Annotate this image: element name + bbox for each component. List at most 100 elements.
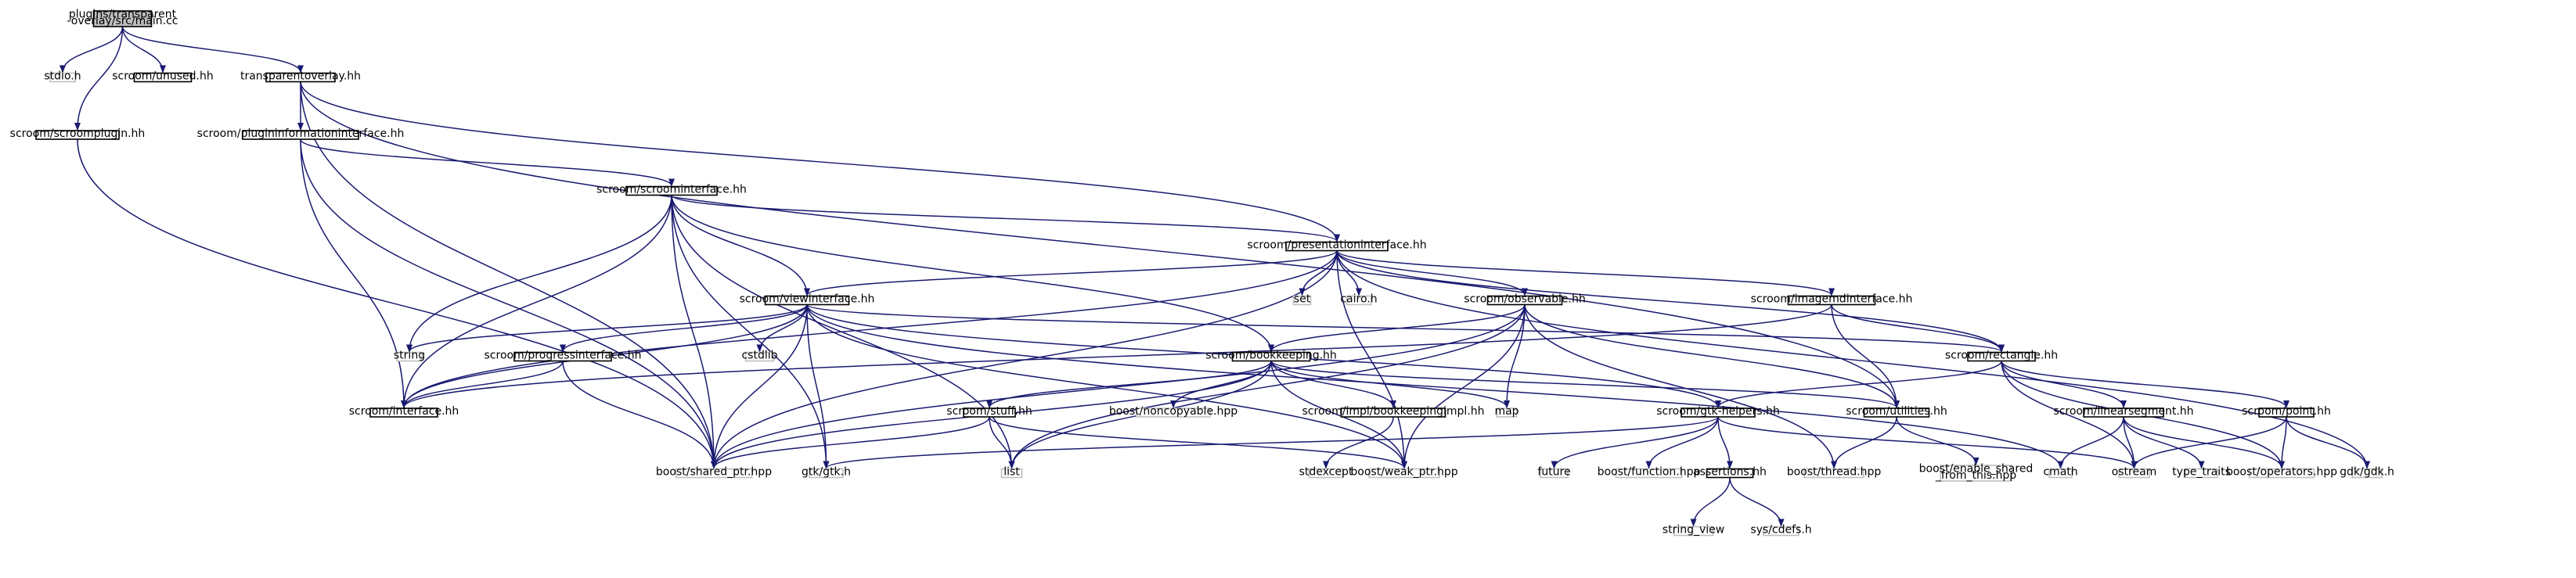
- edge-progress-to-interface: [401, 361, 564, 408]
- edge-main-to-transparentoverlay: [121, 26, 304, 74]
- node-box-gdk: [2351, 468, 2383, 479]
- edge-scroomplugin-to-sharedptr: [77, 138, 717, 469]
- edge-presentation-to-weakptr: [1336, 250, 1407, 469]
- node-box-stuff: [963, 407, 1016, 418]
- node-progress[interactable]: scroom/progressinterface.hh: [485, 350, 642, 362]
- node-box-cstdlib: [744, 351, 775, 362]
- node-gdk: gdk/gdk.h: [2340, 466, 2394, 479]
- edge-viewinterface-to-gtk: [806, 304, 830, 469]
- node-box-map: [1496, 407, 1518, 418]
- edge-assertions-to-stringview: [1690, 477, 1731, 527]
- node-label-stdio: stdio.h: [44, 70, 81, 83]
- node-weakptr: boost/weak_ptr.hpp: [1350, 466, 1457, 479]
- node-stuff[interactable]: scroom/stuff.hh: [946, 405, 1032, 418]
- node-list: list: [1000, 466, 1023, 479]
- node-box-linearsegment: [2083, 407, 2164, 418]
- node-bookkeepingimpl[interactable]: scroom/impl/bookkeepingimpl.hh: [1302, 405, 1485, 418]
- node-box-list: [1000, 468, 1023, 479]
- node-utilities[interactable]: scroom/utilities.hh: [1846, 405, 1947, 418]
- edge-imagemd-to-interface: [401, 304, 1832, 408]
- node-point[interactable]: scroom/point.hh: [2242, 405, 2331, 418]
- node-label-stringview: string_view: [1663, 524, 1724, 537]
- edge-gtkhelpers-to-gtk: [823, 416, 1719, 469]
- edge-transparentoverlay-to-sharedptr: [300, 81, 717, 469]
- node-rectangle[interactable]: scroom/rectangle.hh: [1945, 350, 2058, 362]
- edge-scroominterface-to-bookkeeping: [671, 195, 1274, 353]
- edge-bookkeeping-to-stuff: [986, 361, 1272, 408]
- edge-observable-to-thread: [1524, 304, 1837, 469]
- node-scroomplugin[interactable]: scroom/scroomplugin.hh: [10, 127, 146, 140]
- node-assertions[interactable]: assertions.hh: [1693, 466, 1767, 479]
- node-future: future: [1537, 466, 1570, 479]
- node-scroominterface[interactable]: scroom/scroominterface.hh: [596, 184, 747, 196]
- edge-plugininfo-to-scroominterface: [300, 138, 675, 187]
- node-gtkhelpers[interactable]: scroom/gtk-helpers.hh: [1656, 405, 1780, 418]
- node-box-string: [396, 351, 423, 362]
- node-box-point: [2258, 407, 2315, 418]
- edge-observable-to-sharedptr: [711, 304, 1526, 469]
- node-box-bookkeeping: [1231, 351, 1311, 362]
- node-box-viewinterface: [764, 295, 850, 306]
- node-imagemd[interactable]: scroom/imagemdinterface.hh: [1751, 293, 1913, 306]
- node-transparentoverlay[interactable]: transparentoverlay.hh: [240, 70, 361, 83]
- node-box-interface: [369, 407, 438, 418]
- node-label-stdexcept: stdexcept: [1299, 466, 1353, 479]
- edge-gtkhelpers-to-future: [1551, 416, 1719, 469]
- node-map: map: [1494, 405, 1519, 418]
- node-box-stringview: [1673, 526, 1714, 537]
- nodes-layer: plugins/transparent-overlay/src/main.cc s…: [10, 8, 2394, 536]
- edge-presentation-to-rectangle: [1336, 250, 2005, 353]
- edge-point-to-gdk: [2286, 416, 2370, 469]
- edge-stuff-to-sharedptr: [711, 416, 990, 469]
- node-box-bookkeepingimpl: [1340, 407, 1447, 418]
- node-box-rectangle: [1967, 351, 2036, 362]
- node-unused[interactable]: scroom/unused.hh: [112, 70, 214, 83]
- node-box-typetraits: [2185, 468, 2218, 479]
- node-box-presentation: [1285, 241, 1389, 252]
- edge-observable-to-bookkeeping: [1268, 304, 1526, 353]
- node-linearsegment[interactable]: scroom/linearsegment.hh: [2053, 405, 2193, 418]
- node-viewinterface[interactable]: scroom/viewinterface.hh: [740, 293, 875, 306]
- node-box-imagemd: [1787, 295, 1876, 306]
- edge-scroominterface-to-interface: [401, 195, 672, 408]
- node-presentation[interactable]: scroom/presentationinterface.hh: [1247, 239, 1426, 252]
- node-label-weakptr: boost/weak_ptr.hpp: [1350, 466, 1457, 479]
- node-label-presentation: scroom/presentationinterface.hh: [1247, 239, 1426, 252]
- edge-linearsegment-to-cmath: [2057, 416, 2124, 469]
- edge-observable-to-utilities: [1524, 304, 1900, 408]
- node-box-observable: [1486, 295, 1563, 306]
- node-label-noncopyable: boost/noncopyable.hpp: [1109, 405, 1238, 418]
- node-observable[interactable]: scroom/observable.hh: [1464, 293, 1586, 306]
- node-label-utilities: scroom/utilities.hh: [1846, 405, 1947, 418]
- edge-observable-to-map: [1504, 304, 1526, 408]
- node-gtk: gtk/gtk.h: [802, 466, 851, 479]
- edge-rectangle-to-ostream: [2001, 361, 2138, 469]
- node-interface[interactable]: scroom/interface.hh: [349, 405, 459, 418]
- node-enableshared: boost/enable_shared_from_this.hpp: [1919, 462, 2033, 482]
- node-main[interactable]: plugins/transparent-overlay/src/main.cc: [67, 8, 178, 27]
- edge-stuff-to-weakptr: [989, 416, 1407, 469]
- node-cstdlib: cstdlib: [741, 350, 777, 362]
- node-label-main: plugins/transparent: [69, 8, 177, 20]
- node-box-utilities: [1863, 407, 1930, 418]
- edge-plugininfo-to-sharedptr: [300, 138, 717, 469]
- edge-viewinterface-to-sharedptr: [711, 304, 808, 469]
- node-label-gdk: gdk/gdk.h: [2340, 466, 2394, 479]
- node-bookkeeping[interactable]: scroom/bookkeeping.hh: [1205, 350, 1337, 362]
- node-box-transparentoverlay: [265, 72, 336, 83]
- edge-progress-to-sharedptr: [562, 361, 717, 469]
- edge-bookkeepingimpl-to-stdexcept: [1323, 416, 1394, 469]
- edge-viewinterface-to-progress: [560, 304, 808, 353]
- edge-presentation-to-observable: [1336, 250, 1528, 296]
- edge-point-to-operators: [2279, 416, 2287, 469]
- node-label-viewinterface: scroom/viewinterface.hh: [740, 293, 875, 306]
- node-label-future: future: [1537, 466, 1570, 479]
- node-label-gtk: gtk/gtk.h: [802, 466, 851, 479]
- node-stdexcept: stdexcept: [1299, 466, 1353, 479]
- edge-scroominterface-to-gtk: [671, 195, 830, 469]
- edge-presentation-to-viewinterface: [804, 250, 1338, 296]
- node-plugininfo[interactable]: scroom/plugininformationinterface.hh: [197, 127, 405, 140]
- node-label-imagemd: scroom/imagemdinterface.hh: [1751, 293, 1913, 306]
- node-label-observable: scroom/observable.hh: [1464, 293, 1586, 306]
